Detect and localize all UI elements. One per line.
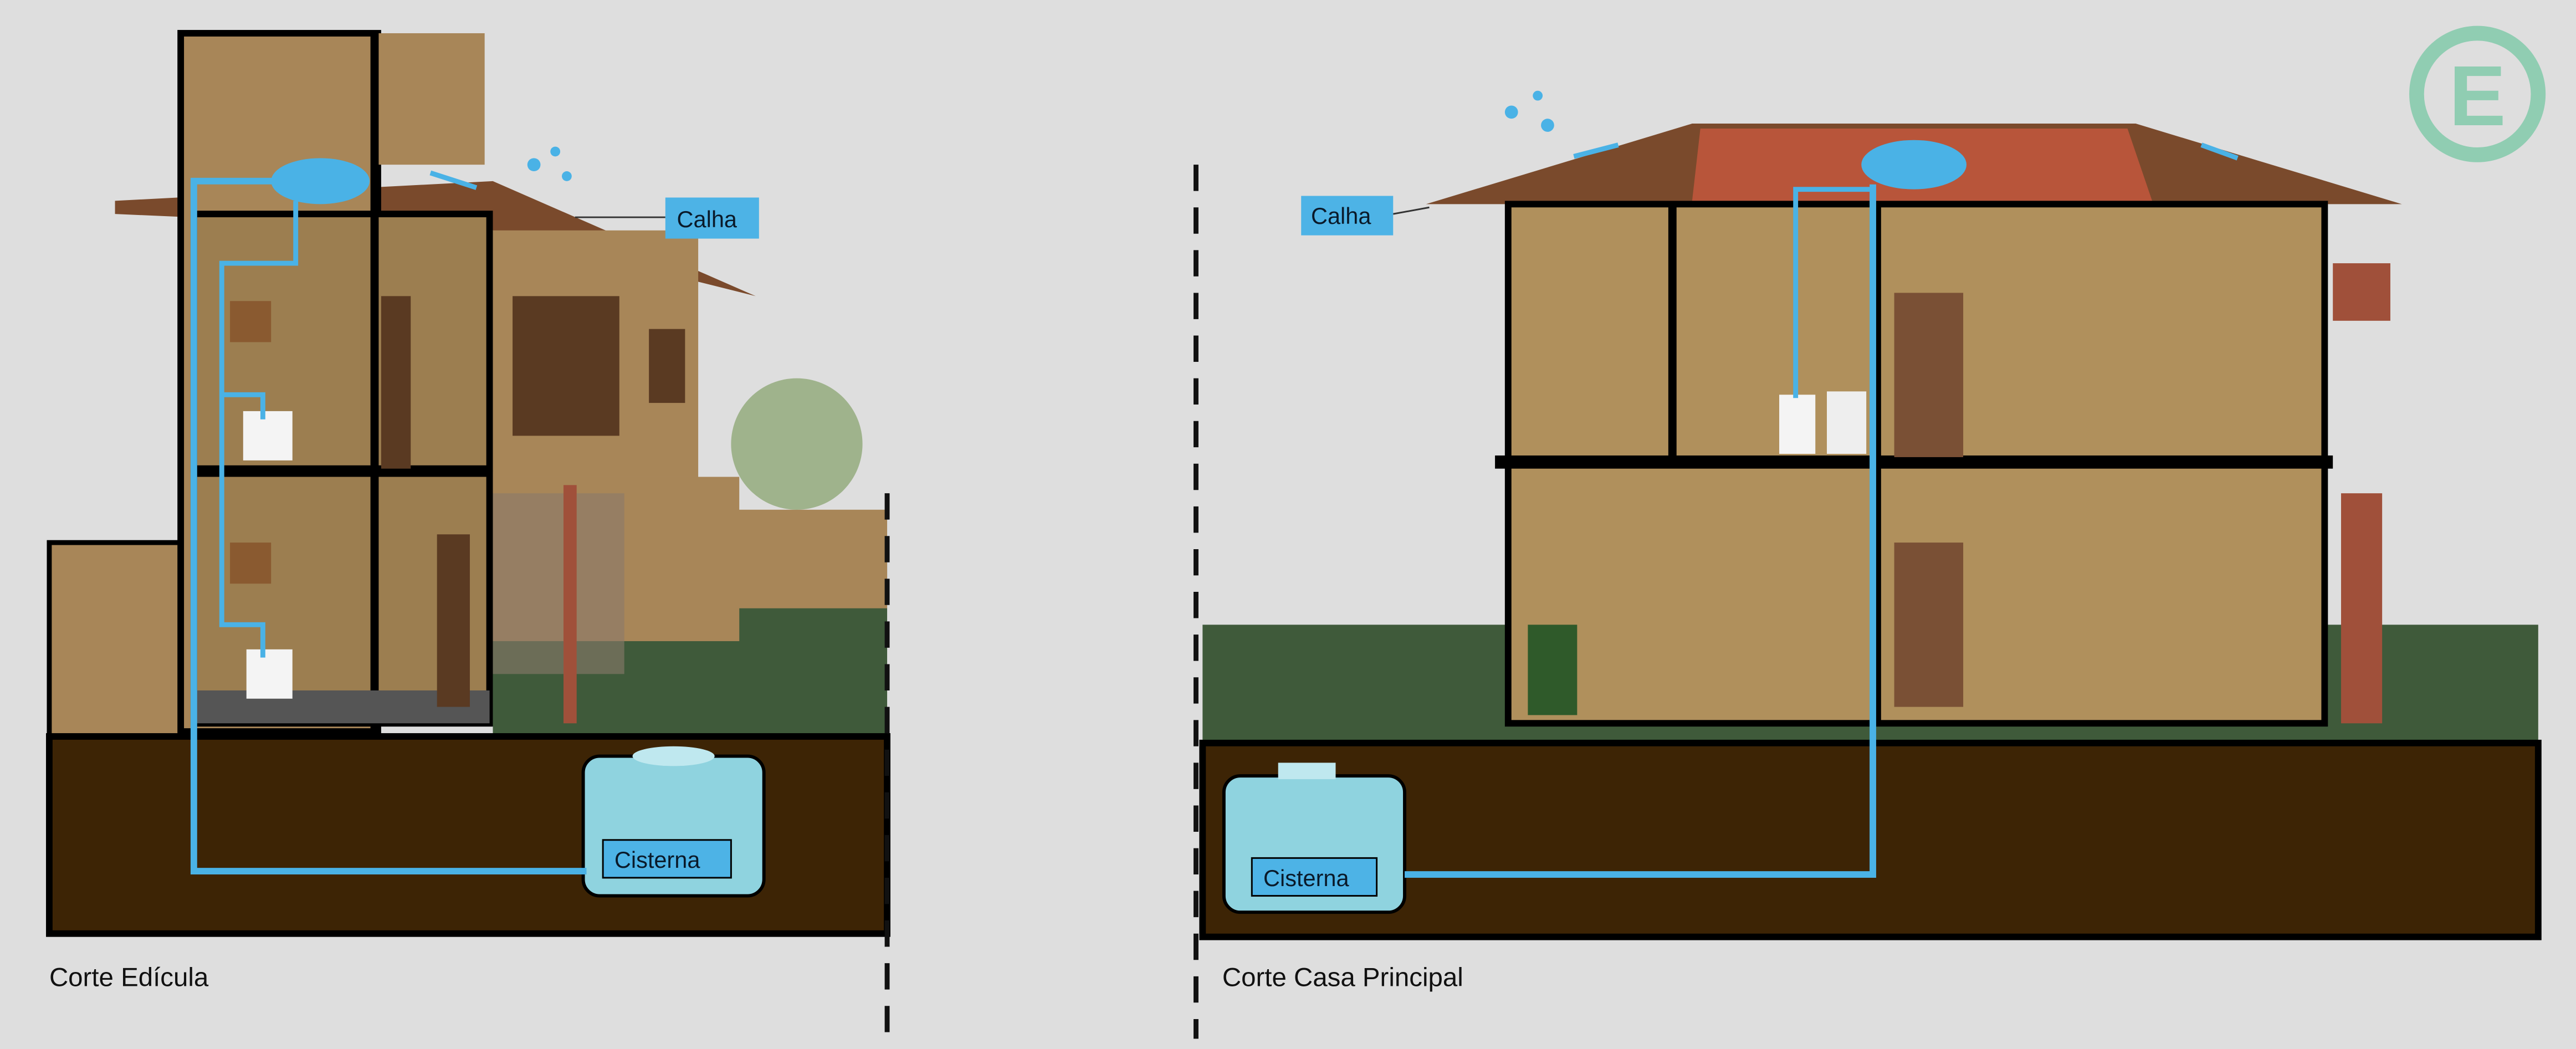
casa-principal-section: Calha Cisterna Corte Casa Principal: [1194, 90, 2542, 1039]
raindrops-icon: [1504, 90, 1554, 132]
calha-label: Calha: [1311, 203, 1371, 229]
pergola: [2341, 493, 2383, 724]
window: [230, 543, 272, 584]
cisterna-label: Cisterna: [1263, 865, 1349, 891]
awning: [2333, 263, 2390, 321]
pergola: [493, 493, 624, 674]
calha-label-box: [1301, 196, 1394, 236]
window: [230, 301, 272, 342]
door: [381, 296, 411, 469]
door: [1894, 293, 1964, 457]
water-tank: [271, 158, 370, 204]
calha-label-box: [665, 197, 759, 239]
toilet: [243, 411, 293, 460]
floor-slab: [1495, 455, 2333, 469]
caption-edicula: Corte Edícula: [49, 963, 209, 992]
back-wall: [723, 509, 888, 608]
window: [513, 296, 619, 436]
sink-cabinet: [1826, 391, 1867, 454]
calha-label: Calha: [677, 206, 738, 232]
window: [649, 329, 685, 403]
caption-casa-principal: Corte Casa Principal: [1222, 963, 1463, 992]
water-tank: [1861, 140, 1967, 190]
cistern-lid: [1278, 763, 1336, 780]
cistern-lid: [632, 746, 715, 766]
cisterna-label: Cisterna: [614, 847, 700, 873]
logo: E: [2409, 25, 2546, 162]
pipe: [219, 201, 299, 658]
toilet: [1779, 395, 1816, 454]
toilet: [246, 649, 293, 699]
plant: [1528, 625, 1578, 715]
flow-arrow: [1573, 142, 1619, 159]
pipe: [1793, 187, 1873, 398]
raindrops-icon: [527, 146, 572, 181]
boundary-wall: [47, 540, 183, 739]
door: [437, 534, 470, 707]
column: [563, 485, 577, 724]
calha-leader: [1392, 206, 1430, 215]
pipe: [1405, 184, 1876, 878]
tower-upper: [377, 33, 485, 165]
svg-text:E: E: [2449, 48, 2506, 144]
flow-arrow: [2200, 142, 2239, 161]
edicula-section: Calha Cisterna Corte Edícula: [46, 30, 890, 1039]
pipe: [222, 392, 265, 419]
tree: [731, 378, 863, 510]
cisterna-label-box: [602, 839, 732, 879]
flow-arrow: [429, 170, 478, 190]
cisterna-label-box: [1251, 857, 1378, 897]
door: [1894, 543, 1964, 707]
pipe: [190, 177, 587, 875]
